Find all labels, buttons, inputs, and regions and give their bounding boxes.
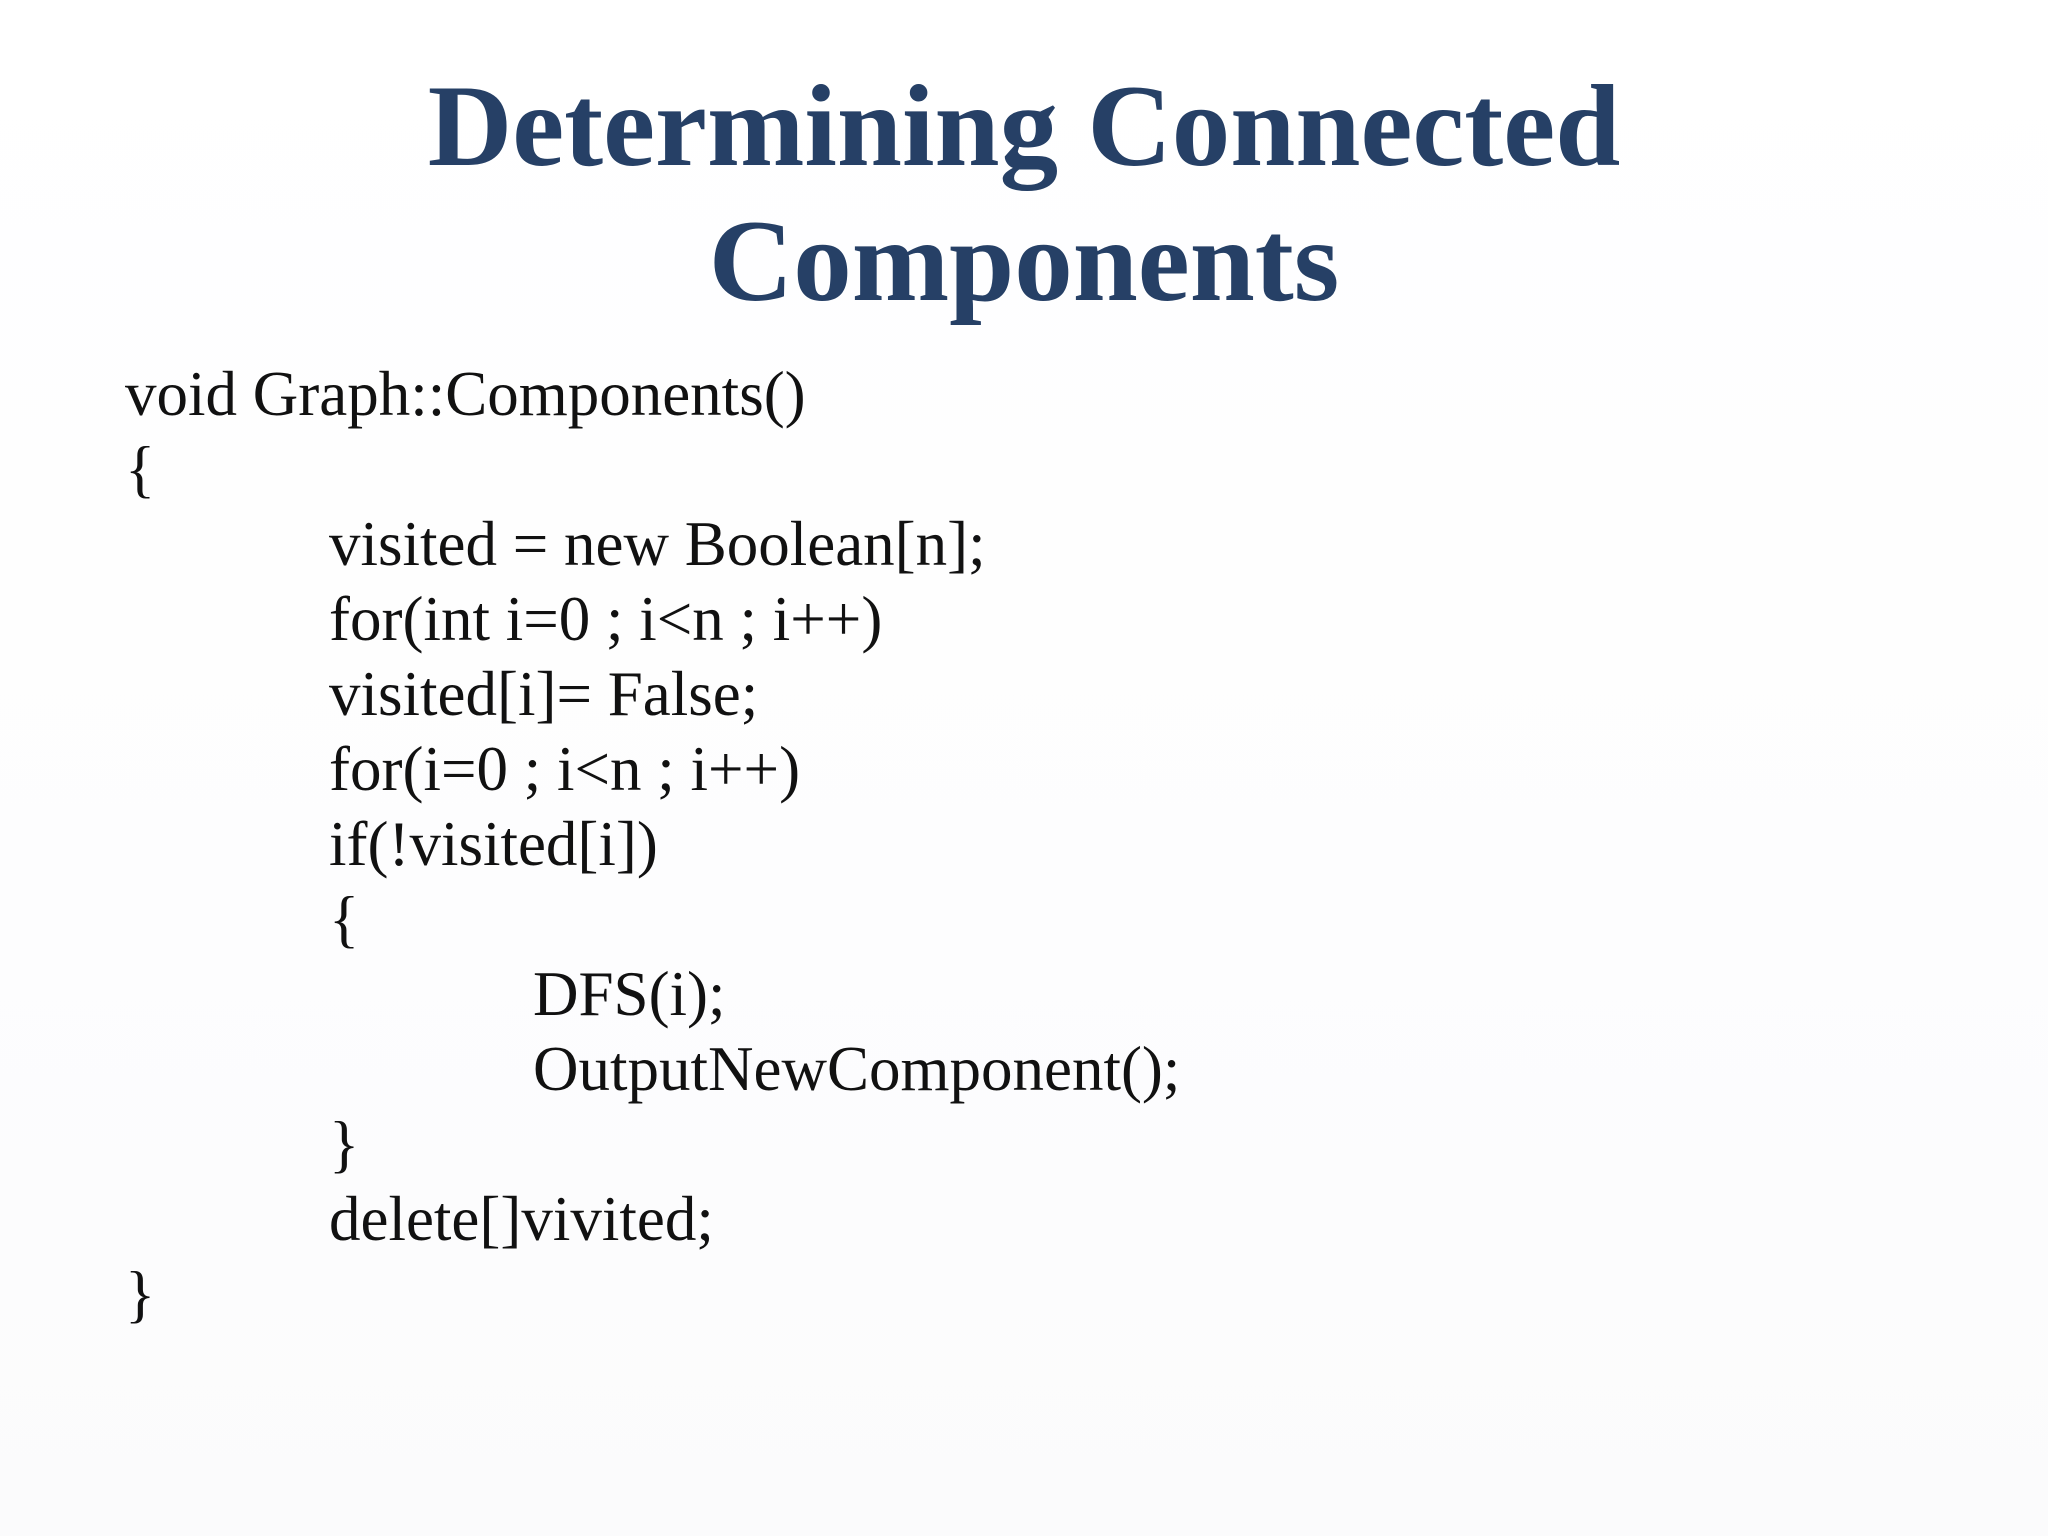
code-line-for-init: for(int i=0 ; i<n ; i++) [329,584,883,654]
code-line-for-loop: for(i=0 ; i<n ; i++) [329,734,801,804]
code-line-visited-false: visited[i]= False; [329,659,759,729]
code-line-inner-close-brace: } [329,1109,360,1179]
code-line-delete: delete[]vivited; [329,1184,714,1254]
code-line-function-signature: void Graph::Components() [125,359,806,429]
code-line-open-brace: { [125,434,156,504]
code-line-output-component: OutputNewComponent(); [533,1034,1181,1104]
code-line-dfs-call: DFS(i); [533,959,726,1029]
slide-title-line-1: Determining Connected [427,62,1621,191]
code-line-visited-alloc: visited = new Boolean[n]; [329,509,986,579]
code-line-inner-open-brace: { [329,884,360,954]
slide-title-line-2: Components [708,197,1340,326]
code-line-if-not-visited: if(!visited[i]) [329,809,658,879]
code-line-close-brace: } [125,1259,156,1329]
